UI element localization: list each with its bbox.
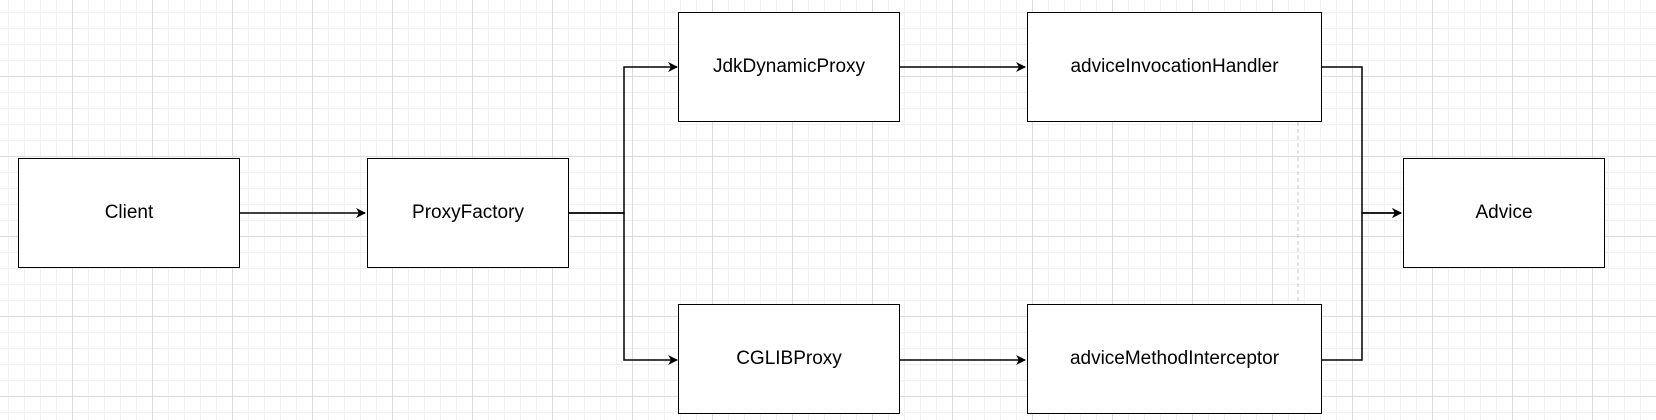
edge-advicemethodinterceptor-to-advice xyxy=(1322,208,1402,361)
node-jdkdynamicproxy[interactable]: JdkDynamicProxy xyxy=(678,12,900,122)
node-advice-label: Advice xyxy=(1475,202,1533,223)
node-advicemethodinterceptor-label: adviceMethodInterceptor xyxy=(1069,348,1280,369)
node-proxyfactory[interactable]: ProxyFactory xyxy=(367,158,569,268)
node-cglibproxy[interactable]: CGLIBProxy xyxy=(678,304,900,414)
node-cglibproxy-label: CGLIBProxy xyxy=(736,348,842,369)
edge-proxyfactory-to-jdkdynamicproxy xyxy=(569,62,678,214)
node-advicemethodinterceptor[interactable]: adviceMethodInterceptor xyxy=(1027,304,1322,414)
node-proxyfactory-label: ProxyFactory xyxy=(412,202,524,223)
node-adviceinvocationhandler-label: adviceInvocationHandler xyxy=(1070,56,1279,77)
node-jdkdynamicproxy-label: JdkDynamicProxy xyxy=(712,56,866,77)
node-client-label: Client xyxy=(104,202,154,223)
node-adviceinvocationhandler[interactable]: adviceInvocationHandler xyxy=(1027,12,1322,122)
node-advice[interactable]: Advice xyxy=(1403,158,1605,268)
node-client[interactable]: Client xyxy=(18,158,240,268)
edge-proxyfactory-to-cglibproxy xyxy=(569,212,678,365)
edge-adviceinvocationhandler-to-advice xyxy=(1322,66,1402,218)
